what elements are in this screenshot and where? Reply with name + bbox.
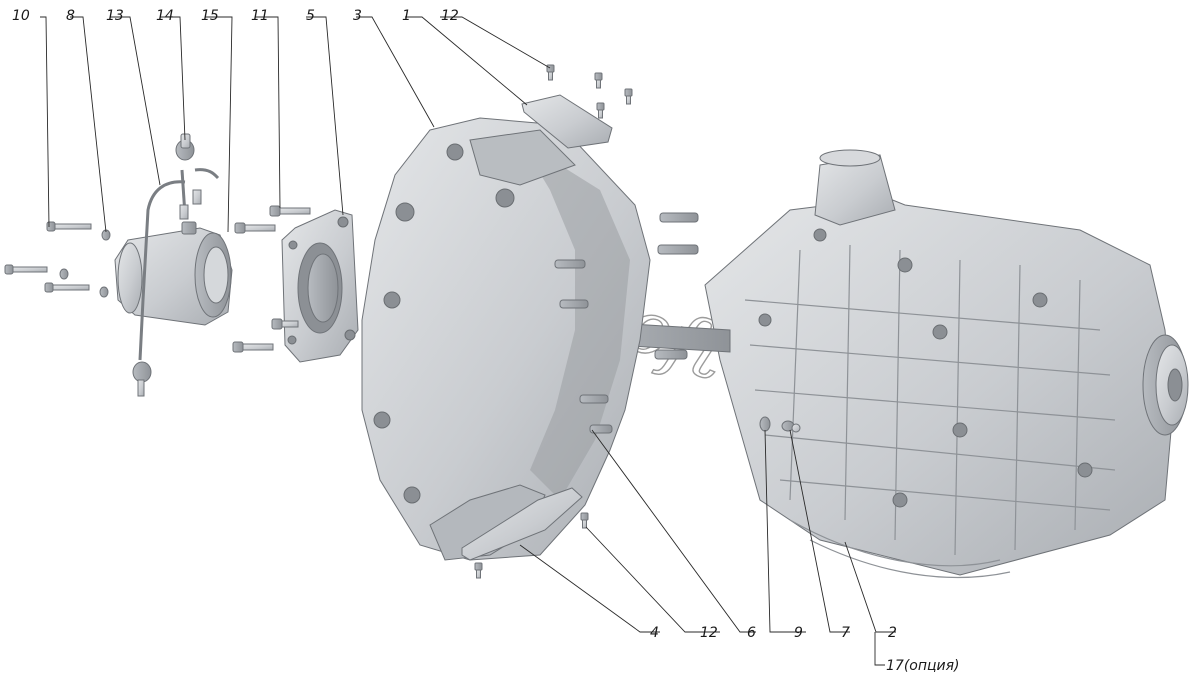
callout-14: 14 <box>156 8 174 24</box>
callout-17: 17(опция) <box>886 658 960 674</box>
leader-13 <box>110 16 161 186</box>
callout-4: 4 <box>650 625 659 641</box>
callout-2: 2 <box>888 625 897 641</box>
leader-14 <box>160 16 186 141</box>
leader-17 <box>874 632 885 666</box>
callout-6: 6 <box>747 625 756 641</box>
leader-8 <box>70 16 107 233</box>
leader-5 <box>306 16 344 216</box>
breather-part-7 <box>781 420 801 433</box>
callout-11: 11 <box>251 8 269 24</box>
clutch-housing-part-3 <box>361 117 699 561</box>
callout-8: 8 <box>66 8 75 24</box>
callout-15: 15 <box>201 8 219 24</box>
leader-9 <box>764 429 806 633</box>
release-bearing-part-15 <box>114 221 233 326</box>
leader-11 <box>255 16 281 209</box>
plug-part-9 <box>759 416 771 432</box>
leader-4 <box>519 544 660 633</box>
lower-cover-part-4 <box>461 487 583 561</box>
callout-12-bottom: 12 <box>700 625 718 641</box>
leader-10 <box>40 16 50 228</box>
callout-10: 10 <box>12 8 30 24</box>
leader-12-top <box>440 16 551 69</box>
hydraulic-line-part-13 <box>132 168 220 397</box>
callout-9: 9 <box>794 625 803 641</box>
bolts-part-10 <box>4 221 92 293</box>
leader-6 <box>591 429 756 633</box>
leader-15 <box>205 16 233 233</box>
callout-13: 13 <box>106 8 124 24</box>
leader-lines <box>40 16 896 666</box>
leader-7 <box>789 429 850 633</box>
leader-2 <box>844 541 896 633</box>
bolts-part-12-top <box>546 64 633 119</box>
bolts-part-11 <box>232 205 311 353</box>
cover-plate-part-1 <box>521 94 613 149</box>
callout-3: 3 <box>353 8 362 24</box>
callout-5: 5 <box>306 8 315 24</box>
leader-3 <box>356 16 435 128</box>
leader-1 <box>405 16 528 106</box>
callout-1: 1 <box>402 8 411 24</box>
callout-7: 7 <box>841 625 850 641</box>
gearbox-housing-part-2 <box>559 149 1189 579</box>
callout-labels: 10 8 13 14 15 11 5 3 1 12 4 12 6 9 7 2 1… <box>12 8 960 674</box>
washers-part-8 <box>59 229 111 298</box>
leader-12-bottom <box>585 526 720 633</box>
callout-12-top: 12 <box>441 8 459 24</box>
adapter-flange-part-5 <box>281 209 359 363</box>
bolts-part-12-bottom <box>474 512 589 579</box>
